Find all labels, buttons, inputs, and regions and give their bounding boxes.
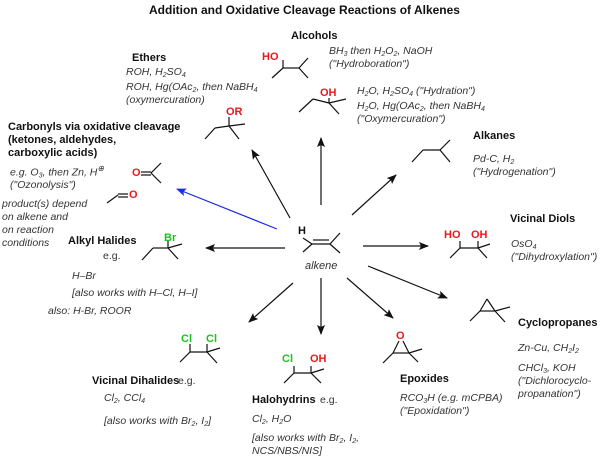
ether-or-label: OR [226, 106, 243, 118]
epoxides-name: ("Epoxidation") [400, 405, 470, 417]
ethers-acid-conditions: ROH, H2SO4 [126, 66, 186, 79]
cyclopropanes-dichloro-conditions: CHCl3, KOH [518, 362, 576, 375]
alkene-h-label: H [298, 225, 306, 237]
alcohols-oxymercuration-name: ("Oxymercuration") [357, 113, 446, 125]
alcohols-hydration-conditions: H2O, H2SO4 ("Hydration") [357, 85, 476, 98]
halohydrin-oh-label: OH [310, 353, 327, 365]
dihalide-cl-label-2: Cl [206, 333, 217, 345]
cyclopropanes-heading: Cyclopropanes [518, 317, 598, 329]
dihalides-conditions: Cl2, CCl4 [104, 392, 146, 405]
alkyl-halides-also-works: [also works with H–Cl, H–I] [72, 287, 198, 299]
carbonyls-note-line2: on alkene and [2, 211, 68, 223]
alkyl-halides-heading: Alkyl Halides [68, 235, 137, 247]
alkyl-halides-eg: e.g. [103, 250, 121, 262]
carbonyls-heading-line3: carboxylic acids) [8, 147, 98, 159]
dihalide-structure [179, 344, 221, 364]
alcohols-oxymercuration-conditions: H2O, Hg(OAc2, then NaBH4 [357, 100, 485, 113]
diols-dihydroxylation-name: ("Dihydroxylation") [511, 251, 598, 263]
alkane-structure [411, 139, 451, 163]
carbonyls-note-line3: on reaction [2, 224, 54, 236]
alcohols-heading: Alcohols [291, 30, 338, 42]
diols-heading: Vicinal Diols [510, 213, 576, 225]
halohydrins-conditions: Cl2, H2O [252, 413, 292, 426]
alkanes-hydrogenation-name: ("Hydrogenation") [473, 166, 556, 178]
epoxides-heading: Epoxides [400, 373, 449, 385]
alkanes-conditions: Pd-C, H2 [473, 153, 515, 166]
ketone-structure [141, 162, 162, 184]
alkene-label: alkene [305, 260, 338, 272]
diol-ho-label: HO [444, 229, 461, 241]
diol-oh-label: OH [471, 229, 488, 241]
ethers-oxymercuration-conditions: ROH, Hg(OAc2, then NaBH4 [126, 81, 258, 94]
carbonyls-note-line1: product(s) depend [2, 198, 88, 210]
ethers-oxymercuration-name: (oxymercuration) [126, 94, 205, 106]
halohydrins-also-works: [also works with Br2, I2, [252, 432, 360, 445]
alcohols-hydroboration-conditions: BH3 then H2O2, NaOH [329, 45, 433, 58]
alcohol-hydroboration-structure [271, 57, 309, 79]
ethers-heading: Ethers [132, 52, 167, 64]
aldehyde-structure [106, 193, 128, 204]
alcohol-hydration-structure [298, 98, 347, 115]
dihalides-eg: e.g. [178, 375, 196, 387]
halohydrins-also-works-line2: NCS/NBS/NIS] [252, 445, 323, 457]
alkyl-halides-hbr-conditions: H–Br [72, 270, 96, 282]
arrow-to-carbonyls [176, 188, 278, 230]
alkanes-heading: Alkanes [473, 130, 516, 142]
cyclopropanes-simmons-smith-conditions: Zn-Cu, CH2I2 [518, 342, 579, 355]
arrow-to-epoxides [346, 277, 394, 319]
dihalides-also-works: [also works with Br2, I2] [104, 415, 212, 428]
carbonyls-heading-line1: Carbonyls via oxidative cleavage [8, 121, 181, 133]
epoxides-conditions: RCO3H (e.g. mCPBA) [400, 392, 503, 405]
alcohols-hydroboration-name: ("Hydroboration") [329, 58, 410, 70]
arrow-to-dihalides [248, 282, 294, 323]
cyclopropanes-name-line2: propanation") [518, 388, 581, 400]
alkyl-halide-br-label: Br [164, 232, 177, 244]
arrow-to-ethers [251, 149, 291, 219]
alkyl-halides-radical-conditions: also: H-Br, ROOR [48, 305, 132, 317]
cyclopropanes-name-line1: ("Dichlorocyclo- [518, 375, 592, 387]
dihalide-cl-label-1: Cl [181, 333, 192, 345]
alkyl-bromide-structure [141, 241, 183, 261]
halohydrin-structure [283, 366, 325, 384]
carbonyls-note-line4: conditions [2, 237, 50, 249]
diagram-title: Addition and Oxidative Cleavage Reaction… [149, 3, 460, 17]
aldehyde-o-label: O [129, 189, 138, 201]
alcohol-ho-label: HO [262, 51, 279, 63]
arrow-to-alkanes [351, 174, 397, 216]
ether-structure [204, 117, 246, 140]
halohydrins-heading: Halohydrins [252, 394, 316, 406]
epoxide-o-label: O [396, 330, 405, 342]
alcohol-oh-label: OH [320, 87, 337, 99]
alkene-structure [302, 232, 341, 254]
arrow-to-cyclopropanes [367, 265, 448, 299]
diols-conditions: OsO4 [511, 238, 537, 251]
halohydrin-cl-label: Cl [282, 353, 293, 365]
carbonyls-heading-line2: (ketones, aldehydes, [8, 134, 117, 146]
dihalides-heading: Vicinal Dihalides [92, 375, 180, 387]
ketone-o-label: O [132, 167, 141, 179]
diol-structure [449, 241, 491, 259]
epoxide-structure [382, 340, 423, 364]
halohydrins-eg: e.g. [320, 394, 338, 406]
carbonyls-ozonolysis-name: ("Ozonolysis") [10, 179, 76, 191]
cyclopropane-structure [469, 298, 511, 323]
carbonyls-ozonolysis-conditions: e.g. O3, then Zn, H⊕ [10, 164, 105, 180]
